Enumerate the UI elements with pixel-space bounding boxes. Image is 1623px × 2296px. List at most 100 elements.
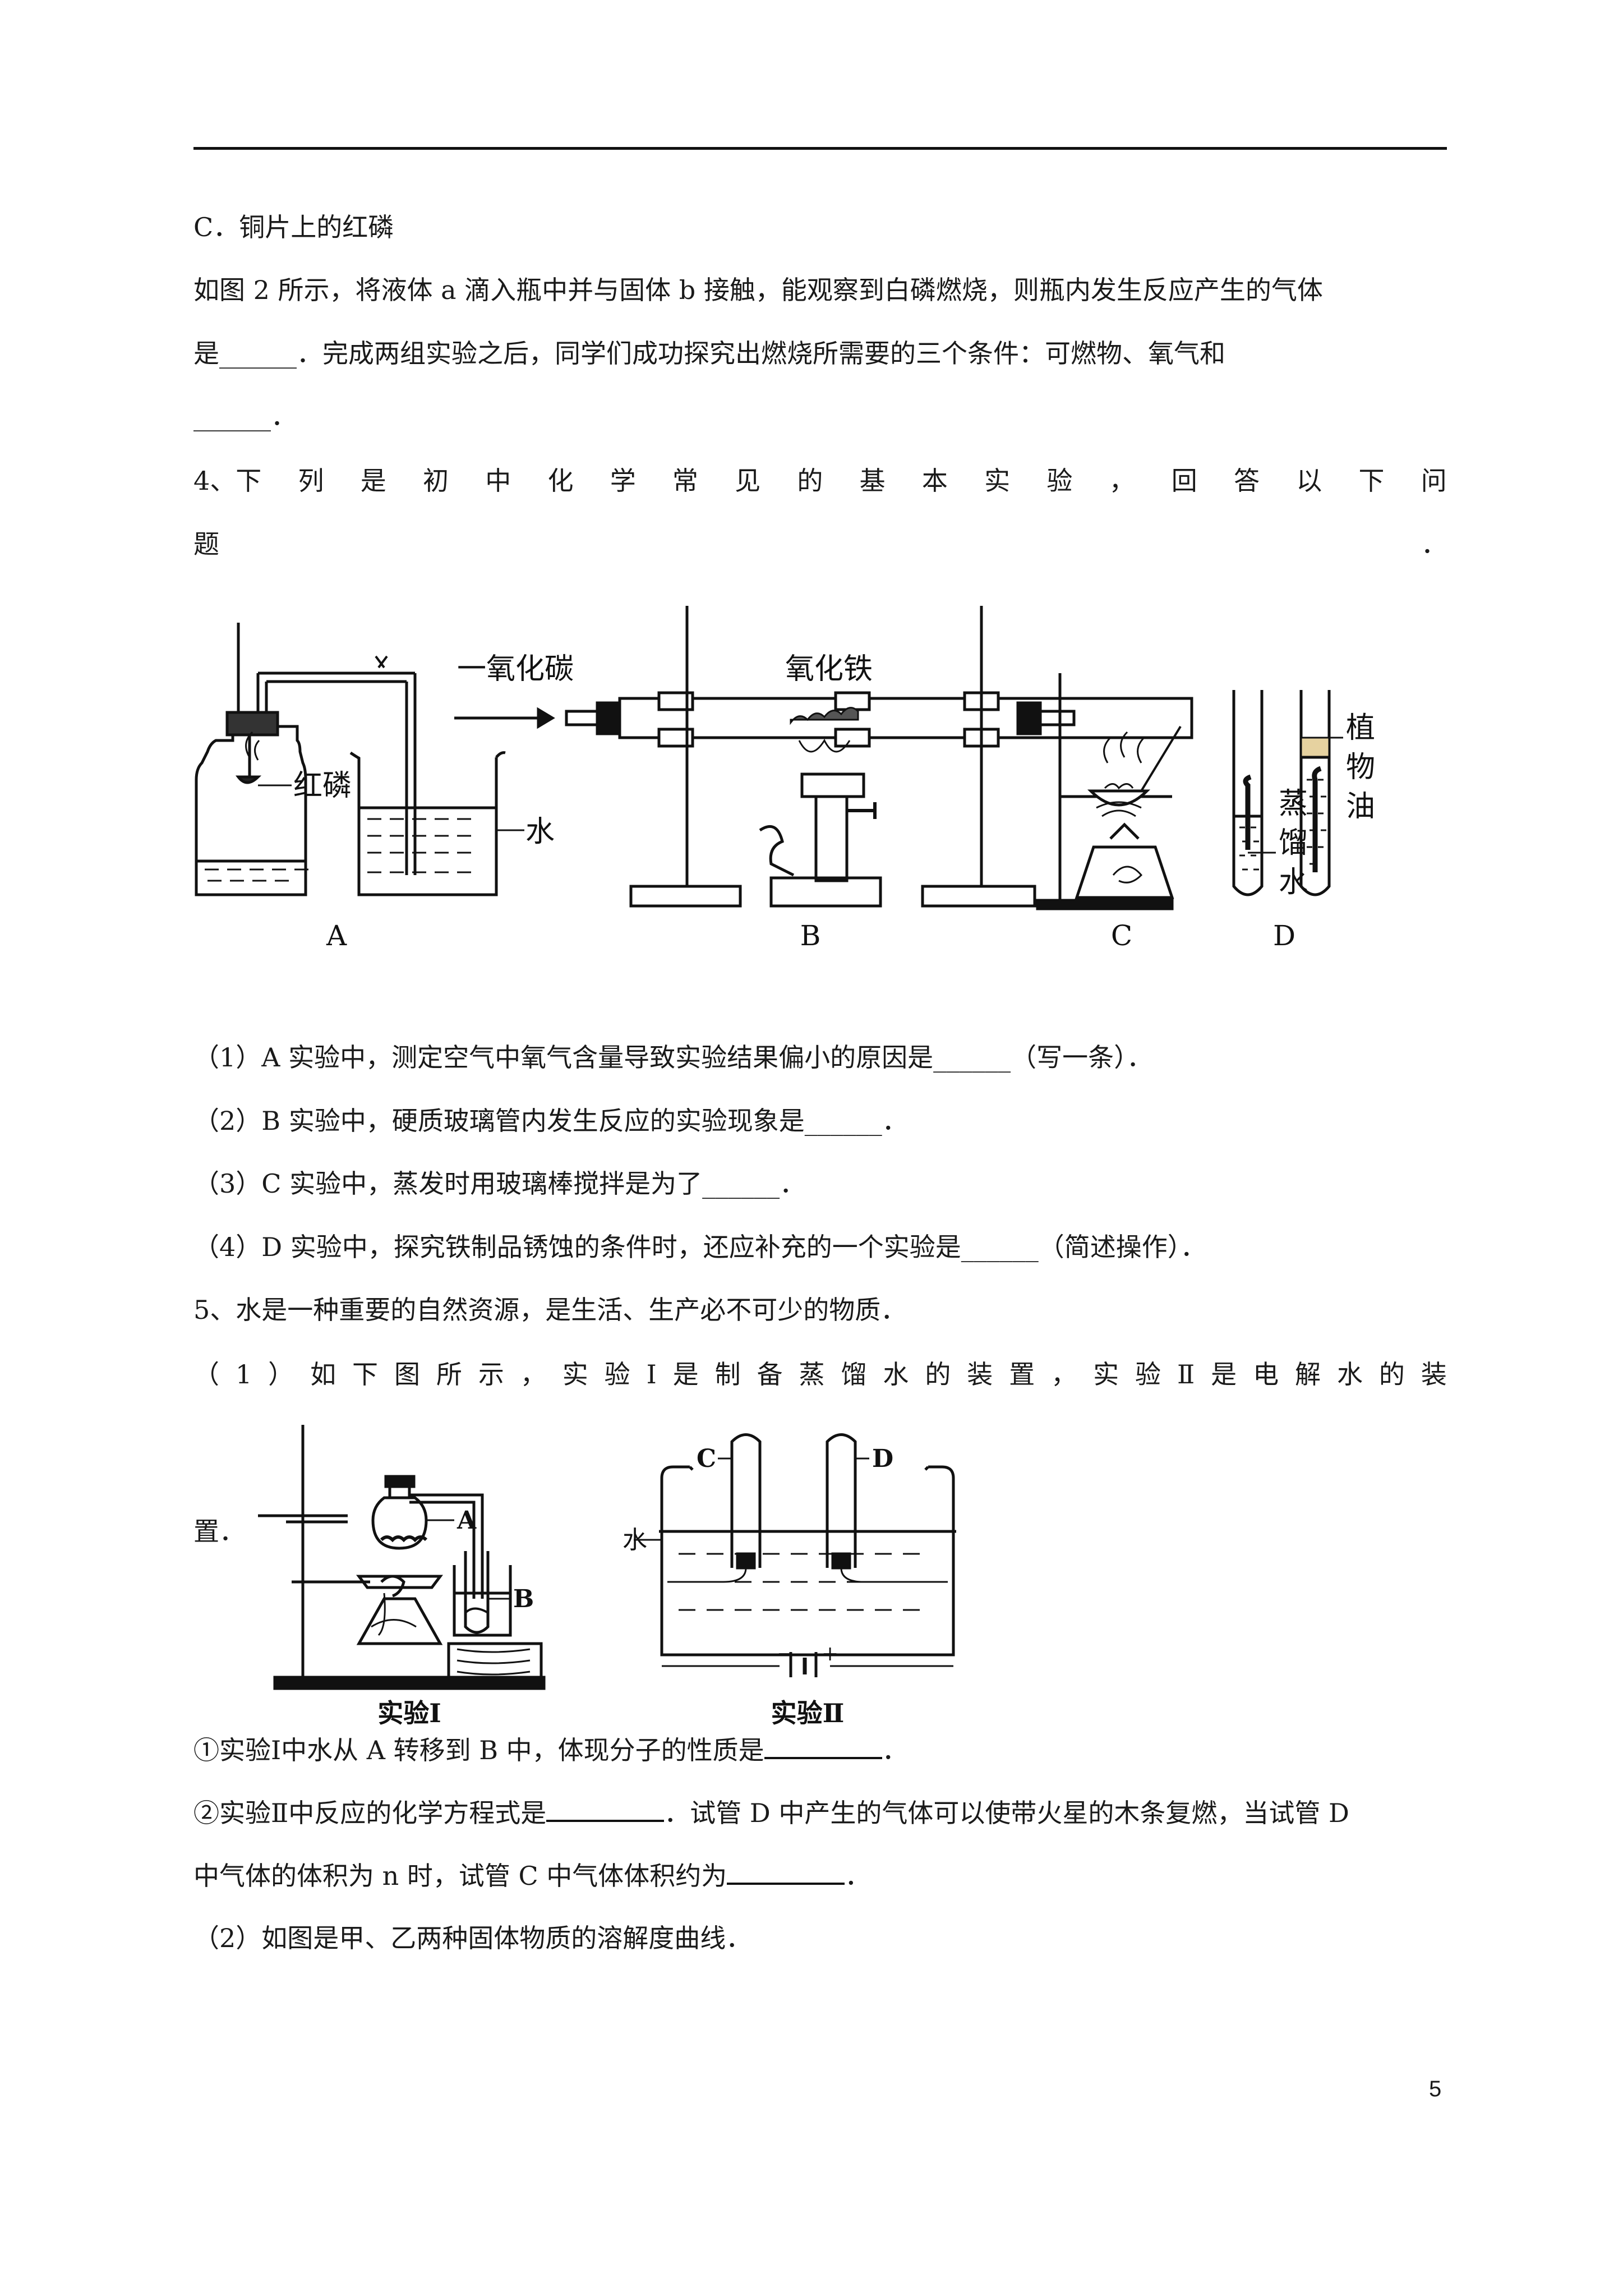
question-4-char: 回 <box>1171 466 1197 496</box>
question-4-char: 是 <box>360 466 386 496</box>
question-4-char: 问 <box>1421 466 1447 496</box>
caption-d: D <box>1273 919 1295 952</box>
question-5-part-1-char: 蒸 <box>799 1359 825 1389</box>
page-number: 5 <box>1429 2077 1442 2101</box>
paragraph-line-1: 如图 2 所示，将液体 a 滴入瓶中并与固体 b 接触，能观察到白磷燃烧，则瓶内… <box>193 275 1323 305</box>
question-4-char: 见 <box>735 466 761 496</box>
paragraph-line-3: ______． <box>193 401 297 431</box>
question-5-part-1-char: 实 <box>1093 1359 1119 1389</box>
label-red-phosphorus: 红磷 <box>293 769 352 803</box>
question-5-part-1-char: 置 <box>1009 1359 1035 1389</box>
figure-experiments-abcd: 红磷 水 A 一氧化碳 氧化铁 B <box>193 595 1483 965</box>
question-4-part-3: （3）C 实验中，蒸发时用玻璃棒搅拌是为了______． <box>193 1168 806 1199</box>
question-5-part-1-char: 示 <box>478 1359 504 1389</box>
label-water-a: 水 <box>525 815 555 849</box>
question-5-item-2-text-cont: ．试管 D 中产生的气体可以使带火星的木条复燃，当试管 D <box>664 1798 1349 1828</box>
question-5-item-2-text: ②实验Ⅱ中反应的化学方程式是 <box>193 1798 547 1828</box>
question-5-part-1-char: ， <box>1051 1359 1077 1389</box>
question-5-part-1-char: 是 <box>672 1359 699 1389</box>
label-minus: − <box>777 1642 794 1665</box>
header-rule <box>193 147 1447 150</box>
label-tube-d: D <box>872 1444 893 1473</box>
question-4-part-4: （4）D 实验中，探究铁制品锈蚀的条件时，还应补充的一个实验是______（简述… <box>193 1232 1206 1262</box>
label-flask-a: A <box>457 1506 477 1535</box>
question-4-line-end: 题 ． <box>193 527 1447 561</box>
question-4-char: 学 <box>610 466 636 496</box>
experiment-2-electrolysis: C D 水 − + 实验Ⅱ <box>623 1433 956 1728</box>
question-5-part-1-char: 1 <box>235 1359 252 1389</box>
question-5-part-1-char: 水 <box>883 1359 909 1389</box>
question-4-char: 列 <box>298 466 324 496</box>
question-4-line: 4、下列是初中化学常见的基本实验，回答以下问 <box>193 464 1447 498</box>
question-5-item-2: ②实验Ⅱ中反应的化学方程式是 ．试管 D 中产生的气体可以使带火星的木条复燃，当试… <box>193 1795 1349 1830</box>
question-5-part-1-char: Ⅱ <box>1177 1359 1195 1389</box>
label-carbon-monoxide: 一氧化碳 <box>457 652 574 686</box>
label-distilled-2: 馏 <box>1279 826 1308 860</box>
question-5-part-1-char: 装 <box>967 1359 993 1389</box>
question-5-part-1-char: 所 <box>436 1359 462 1389</box>
caption-a: A <box>326 919 347 952</box>
caption-b: B <box>800 919 821 952</box>
question-5-part-1-char: 解 <box>1295 1359 1321 1389</box>
question-4-char: 答 <box>1234 466 1260 496</box>
question-5-item-1: ①实验Ⅰ中水从 A 转移到 B 中，体现分子的性质是． <box>193 1732 908 1767</box>
question-4-char: 基 <box>859 466 886 496</box>
question-4-char: 中 <box>485 466 511 496</box>
question-5-item-3-text: 中气体的体积为 n 时，试管 C 中气体体积约为 <box>193 1861 727 1891</box>
question-5-part-1-char: ， <box>520 1359 546 1389</box>
label-iron-oxide: 氧化铁 <box>785 652 873 686</box>
question-5-part-1-char: 验 <box>1135 1359 1161 1389</box>
answer-blank <box>727 1858 845 1885</box>
question-4-char: 以 <box>1296 466 1322 496</box>
question-5-part-1-char: 装 <box>1421 1359 1447 1389</box>
label-oil-3: 油 <box>1346 790 1375 823</box>
caption-experiment-1: 实验Ⅰ <box>377 1698 441 1728</box>
question-5-part-1-char: 馏 <box>841 1359 867 1389</box>
question-4-char: 初 <box>422 466 449 496</box>
experiment-1-distillation: A B 实验Ⅰ <box>258 1425 546 1728</box>
question-5-part-1-char: 的 <box>1378 1359 1405 1389</box>
question-4-part-1: （1）A 实验中，测定空气中氧气含量导致实验结果偏小的原因是______（写一条… <box>193 1042 1153 1073</box>
question-4-char: ， <box>1109 466 1135 496</box>
label-tube-b: B <box>513 1585 534 1613</box>
figure-distillation-electrolysis: A B 实验Ⅰ C D 水 − + 实验Ⅱ <box>241 1414 998 1728</box>
question-4-char: 下 <box>1358 466 1385 496</box>
question-4-char: 常 <box>672 466 698 496</box>
question-5-part-1-char: ） <box>268 1359 294 1389</box>
caption-c: C <box>1111 919 1132 952</box>
question-4-char: 4、下 <box>193 466 262 496</box>
question-5-part-1-end: 置． <box>193 1516 245 1547</box>
question-4-part-2: （2）B 实验中，硬质玻璃管内发生反应的实验现象是______． <box>193 1106 908 1136</box>
apparatus-d: 蒸 馏 水 植 物 油 D <box>1232 690 1375 952</box>
question-5-part-1-char: Ⅰ <box>646 1359 657 1389</box>
question-5: 5、水是一种重要的自然资源，是生活、生产必不可少的物质． <box>193 1295 907 1325</box>
paragraph-line-2: 是______．完成两组实验之后，同学们成功探究出燃烧所需要的三个条件：可燃物、… <box>193 338 1225 369</box>
question-5-part-1-char: 备 <box>757 1359 783 1389</box>
question-5-item-1-text: ①实验Ⅰ中水从 A 转移到 B 中，体现分子的性质是 <box>193 1735 764 1765</box>
label-oil-1: 植 <box>1346 711 1375 745</box>
option-c: C．铜片上的红磷 <box>193 212 394 242</box>
question-5-part-1-char: 下 <box>352 1359 379 1389</box>
question-4-char: 验 <box>1046 466 1073 496</box>
question-5-part-1-char: 是 <box>1211 1359 1237 1389</box>
question-5-part-1-char: 如 <box>310 1359 336 1389</box>
question-5-part-1-char: 电 <box>1253 1359 1279 1389</box>
question-5-part-1-char: （ <box>193 1359 219 1389</box>
label-plus: + <box>822 1642 838 1665</box>
question-4-char: 本 <box>921 466 948 496</box>
answer-blank <box>546 1795 665 1822</box>
question-5-part-1-char: 验 <box>604 1359 630 1389</box>
question-4-char: 实 <box>984 466 1011 496</box>
question-5-part-1-char: 的 <box>925 1359 951 1389</box>
question-5-part-1-char: 实 <box>562 1359 588 1389</box>
period: ． <box>845 1861 871 1891</box>
question-4-period: ． <box>1421 529 1447 559</box>
label-oil-2: 物 <box>1346 751 1375 784</box>
label-water-ii: 水 <box>623 1526 647 1554</box>
question-5-part-1-char: 制 <box>714 1359 741 1389</box>
question-5-item-3: 中气体的体积为 n 时，试管 C 中气体体积约为 ． <box>193 1858 870 1893</box>
answer-blank <box>764 1732 882 1759</box>
label-distilled-3: 水 <box>1279 866 1308 899</box>
question-4-char: 化 <box>547 466 574 496</box>
